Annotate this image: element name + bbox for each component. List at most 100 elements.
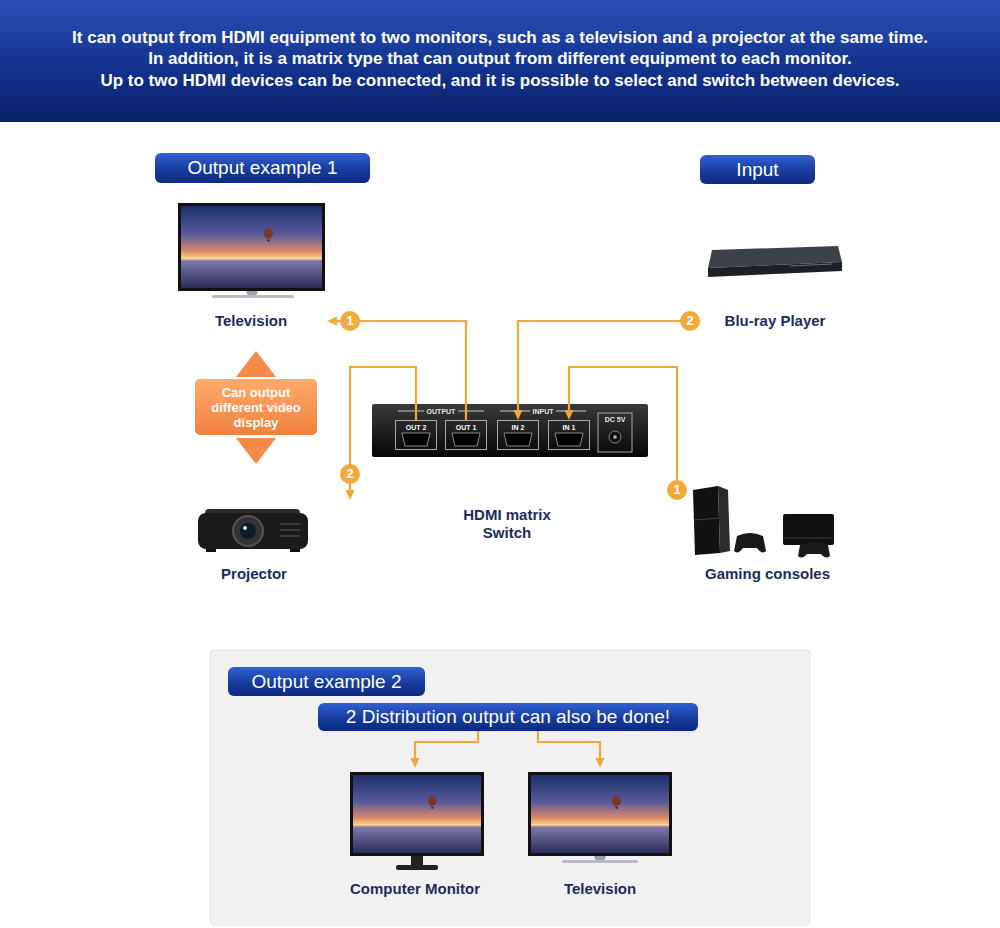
connector-line bbox=[538, 731, 600, 759]
panel-label: OUTPUT bbox=[427, 407, 456, 416]
section-pill: 2 Distribution output can also be done! bbox=[318, 703, 698, 731]
node-text: Blu-ray Player bbox=[725, 312, 826, 330]
switch-case bbox=[372, 404, 648, 457]
controller bbox=[734, 533, 766, 552]
arrow-head bbox=[411, 758, 420, 768]
projector-lens bbox=[233, 516, 263, 546]
dc-panel bbox=[598, 413, 632, 452]
connector-line bbox=[569, 367, 677, 500]
connector bbox=[327, 317, 466, 421]
tv-base bbox=[562, 860, 638, 863]
device-node: Gaming consoles bbox=[665, 500, 870, 585]
projector-foot bbox=[206, 549, 216, 552]
arrow-head bbox=[514, 410, 523, 420]
connector-line bbox=[336, 321, 466, 420]
node-text: Gaming consoles bbox=[705, 565, 830, 583]
node-text: 2 Distribution output can also be done! bbox=[346, 706, 670, 728]
switch-node: HDMI matrix SwitchOUT 2OUT 1IN 2IN 1 bbox=[372, 404, 648, 457]
section-pill: Input bbox=[700, 155, 815, 184]
monitor-bezel bbox=[350, 772, 484, 856]
panel-label: INPUT bbox=[533, 407, 554, 416]
port-box: OUT 2 bbox=[395, 420, 437, 450]
node-text: Computer Monitor bbox=[350, 880, 480, 898]
monitor-base bbox=[396, 865, 438, 870]
node-text: Television bbox=[215, 312, 287, 330]
monitor-icon bbox=[350, 772, 484, 870]
arrow-head bbox=[346, 490, 355, 500]
dc-jack bbox=[609, 431, 621, 443]
tv-base bbox=[212, 295, 294, 298]
callout-number: 2 bbox=[680, 311, 700, 331]
connector bbox=[514, 321, 701, 420]
node-text: Input bbox=[736, 159, 778, 181]
console-groove bbox=[694, 518, 719, 520]
up-arrow bbox=[236, 351, 276, 377]
dc-pin bbox=[613, 435, 617, 439]
port-box: OUT 1 bbox=[445, 420, 487, 450]
device-node: Projector bbox=[190, 500, 362, 585]
vent bbox=[280, 529, 300, 531]
tv-bezel bbox=[528, 772, 672, 856]
port-box: IN 1 bbox=[548, 420, 590, 450]
hdmi-port bbox=[402, 433, 430, 446]
vent bbox=[280, 523, 300, 525]
television-icon bbox=[528, 772, 672, 863]
node-text: OUT 2 bbox=[396, 423, 436, 432]
arrow-head bbox=[327, 317, 337, 326]
banner-text: It can output from HDMI equipment to two… bbox=[72, 28, 928, 48]
console-side bbox=[718, 486, 730, 553]
console-box bbox=[783, 514, 834, 545]
node-text: IN 2 bbox=[498, 423, 538, 432]
connector bbox=[538, 731, 605, 768]
projector-body bbox=[198, 513, 308, 549]
tv-bezel bbox=[178, 203, 325, 291]
hdmi-port bbox=[504, 433, 532, 446]
device-caption: HDMI matrix Switch bbox=[447, 506, 567, 542]
device-node: Blu-ray Player bbox=[700, 225, 850, 332]
panel-label: DC 5V bbox=[605, 415, 626, 424]
node-text: Television bbox=[564, 880, 636, 898]
callout-number: 2 bbox=[340, 464, 360, 484]
switch-body bbox=[372, 404, 648, 457]
note-box: Can output different video display bbox=[195, 379, 317, 435]
node-text: Output example 2 bbox=[252, 671, 402, 693]
consoles-icon bbox=[693, 486, 834, 558]
television-icon bbox=[178, 203, 325, 298]
connector bbox=[411, 731, 479, 768]
tv-screen bbox=[531, 775, 669, 853]
projector-icon bbox=[198, 509, 308, 552]
section-pill: Output example 1 bbox=[155, 153, 370, 183]
bluray-icon bbox=[708, 246, 842, 277]
device-node: Television bbox=[175, 198, 327, 332]
banner-text: Up to two HDMI devices can be connected,… bbox=[100, 71, 899, 91]
device-node: Television bbox=[525, 768, 675, 900]
banner bbox=[0, 0, 1000, 122]
monitor-neck bbox=[411, 856, 423, 866]
section-pill: Output example 2 bbox=[228, 667, 425, 696]
lens-glint bbox=[243, 526, 247, 530]
callout-number: 1 bbox=[340, 311, 360, 331]
connector-line bbox=[415, 731, 478, 759]
node-text: Output example 1 bbox=[188, 157, 338, 179]
node-text: IN 1 bbox=[549, 423, 589, 432]
hdmi-port bbox=[555, 433, 583, 446]
callout-number: 1 bbox=[667, 480, 687, 500]
lens-glass bbox=[240, 523, 256, 539]
bluray-detail bbox=[790, 264, 832, 266]
bracket-line bbox=[458, 411, 484, 412]
hdmi-port bbox=[452, 433, 480, 446]
vent bbox=[280, 535, 300, 537]
node-text: OUT 1 bbox=[446, 423, 486, 432]
tv-screen bbox=[181, 206, 322, 288]
banner-text: In addition, it is a matrix type that ca… bbox=[148, 49, 852, 69]
console-front bbox=[693, 486, 720, 555]
down-arrow bbox=[236, 438, 276, 464]
console-line bbox=[785, 538, 832, 539]
bluray-top bbox=[708, 246, 842, 268]
device-node: Computer Monitor bbox=[340, 768, 490, 900]
node-text: Projector bbox=[221, 565, 287, 583]
port-box: IN 2 bbox=[497, 420, 539, 450]
